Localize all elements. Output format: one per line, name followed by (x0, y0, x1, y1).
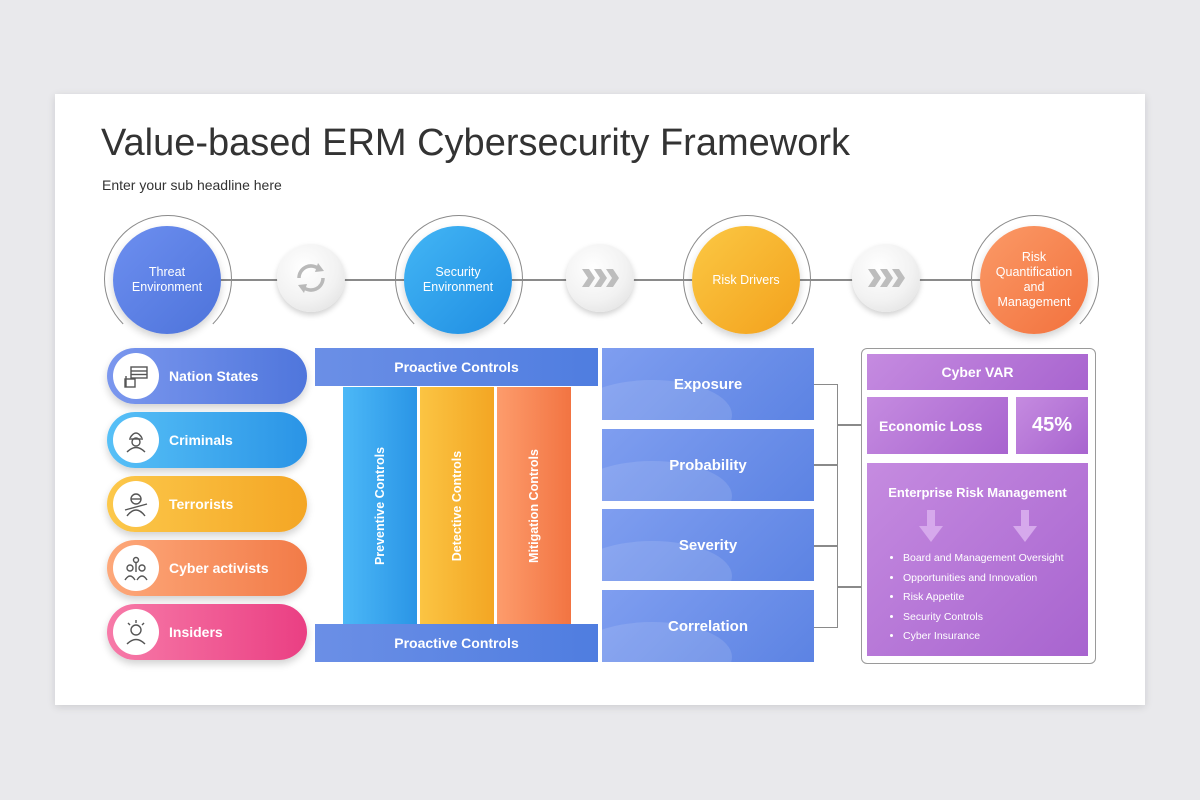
stage-threat-environment: Threat Environment (113, 226, 221, 334)
stage-ring-quantification (971, 215, 1099, 343)
threat-cyber-activists: Cyber activists (107, 540, 307, 596)
economic-loss-box: Economic Loss (867, 397, 1008, 454)
bracket-connector (814, 384, 838, 628)
driver-probability: Probability (602, 429, 814, 501)
driver-correlation: Correlation (602, 590, 814, 662)
list-item: Cyber Insurance (903, 627, 1064, 647)
threat-label: Insiders (169, 624, 223, 640)
criminal-icon (113, 417, 159, 463)
connector-line (814, 545, 837, 547)
erm-title: Enterprise Risk Management (888, 485, 1067, 500)
connector-line (814, 464, 837, 466)
list-item: Board and Management Oversight (903, 549, 1064, 569)
proactive-controls-bottom: Proactive Controls (315, 624, 598, 662)
page-subtitle: Enter your sub headline here (102, 177, 282, 193)
insider-icon (113, 609, 159, 655)
threat-label: Cyber activists (169, 560, 269, 576)
stage-security-environment: Security Environment (404, 226, 512, 334)
connector-line (837, 586, 861, 588)
threat-criminals: Criminals (107, 412, 307, 468)
cycle-arrows-icon (277, 244, 345, 312)
erm-box: Enterprise Risk Management Board and Man… (867, 463, 1088, 656)
slide: Value-based ERM Cybersecurity Framework … (55, 94, 1145, 705)
down-arrow-icon (919, 510, 943, 542)
flag-icon (113, 353, 159, 399)
column-detective-controls: Detective Controls (420, 387, 494, 625)
stage-ring-threat (104, 215, 232, 343)
column-mitigation-controls: Mitigation Controls (497, 387, 571, 625)
threat-insiders: Insiders (107, 604, 307, 660)
connector-line (837, 424, 861, 426)
stage-risk-quantification: Risk Quantification and Management (980, 226, 1088, 334)
column-preventive-controls: Preventive Controls (343, 387, 417, 625)
down-arrow-icon (1013, 510, 1037, 542)
terrorist-icon (113, 481, 159, 527)
threat-label: Nation States (169, 368, 259, 384)
list-item: Opportunities and Innovation (903, 569, 1064, 589)
stage-risk-drivers: Risk Drivers (692, 226, 800, 334)
list-item: Risk Appetite (903, 588, 1064, 608)
threat-label: Criminals (169, 432, 233, 448)
cyber-var-box: Cyber VAR (867, 354, 1088, 390)
percent-box: 45% (1016, 397, 1088, 454)
page-title: Value-based ERM Cybersecurity Framework (101, 122, 850, 164)
erm-list: Board and Management Oversight Opportuni… (867, 549, 1064, 647)
risk-panel-frame (861, 348, 1096, 664)
stage-ring-drivers (683, 215, 811, 343)
activists-icon (113, 545, 159, 591)
threat-nation-states: Nation States (107, 348, 307, 404)
threat-label: Terrorists (169, 496, 234, 512)
chevrons-right-icon (852, 244, 920, 312)
proactive-controls-top: Proactive Controls (315, 348, 598, 386)
driver-severity: Severity (602, 509, 814, 581)
threat-terrorists: Terrorists (107, 476, 307, 532)
list-item: Security Controls (903, 608, 1064, 628)
chevrons-right-icon (566, 244, 634, 312)
stage-ring-security (395, 215, 523, 343)
driver-exposure: Exposure (602, 348, 814, 420)
